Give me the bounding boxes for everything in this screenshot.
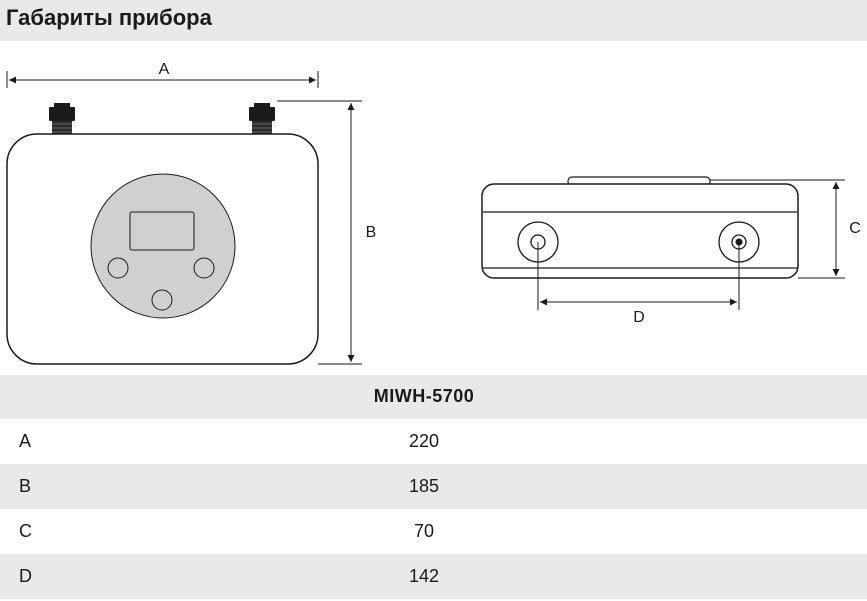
page-title: Габариты прибора	[6, 5, 212, 30]
dimension-c: C	[710, 179, 861, 279]
row-label: D	[19, 566, 32, 586]
dimension-a: A	[6, 61, 319, 88]
dimension-c-label: C	[849, 220, 861, 237]
model-name: MIWH-5700	[373, 386, 475, 406]
table-header-row: MIWH-5700	[0, 375, 867, 419]
dimension-d: D	[537, 242, 740, 326]
dimension-d-label: D	[633, 309, 645, 326]
table-row: B 185	[0, 464, 867, 509]
section-header: Габариты прибора	[0, 0, 867, 41]
row-label: A	[19, 431, 32, 451]
table-row: C 70	[0, 509, 867, 554]
table-row: D 142	[0, 554, 867, 599]
row-value: 70	[413, 521, 435, 541]
right-button-icon	[193, 257, 215, 279]
display-screen	[129, 211, 195, 251]
heater-body-bottom	[481, 183, 799, 279]
dimensions-table: MIWH-5700 A 220 B 185 C 70 D 142	[0, 375, 867, 599]
left-button-icon	[107, 257, 129, 279]
row-value: 220	[408, 431, 440, 451]
table-row: A 220	[0, 419, 867, 464]
dimension-b: B	[277, 100, 377, 365]
dimensions-diagram: A B C D	[6, 61, 861, 365]
row-value: 185	[408, 476, 440, 496]
bottom-button-icon	[151, 289, 173, 311]
bottom-view	[481, 176, 799, 279]
row-label: C	[19, 521, 32, 541]
row-label: B	[19, 476, 32, 496]
row-value: 142	[408, 566, 440, 586]
dimension-a-label: A	[159, 61, 170, 78]
front-view	[6, 103, 319, 365]
dimension-b-label: B	[366, 224, 377, 241]
water-inlet-fitting-icon	[49, 103, 75, 135]
water-outlet-fitting-icon	[249, 103, 275, 135]
